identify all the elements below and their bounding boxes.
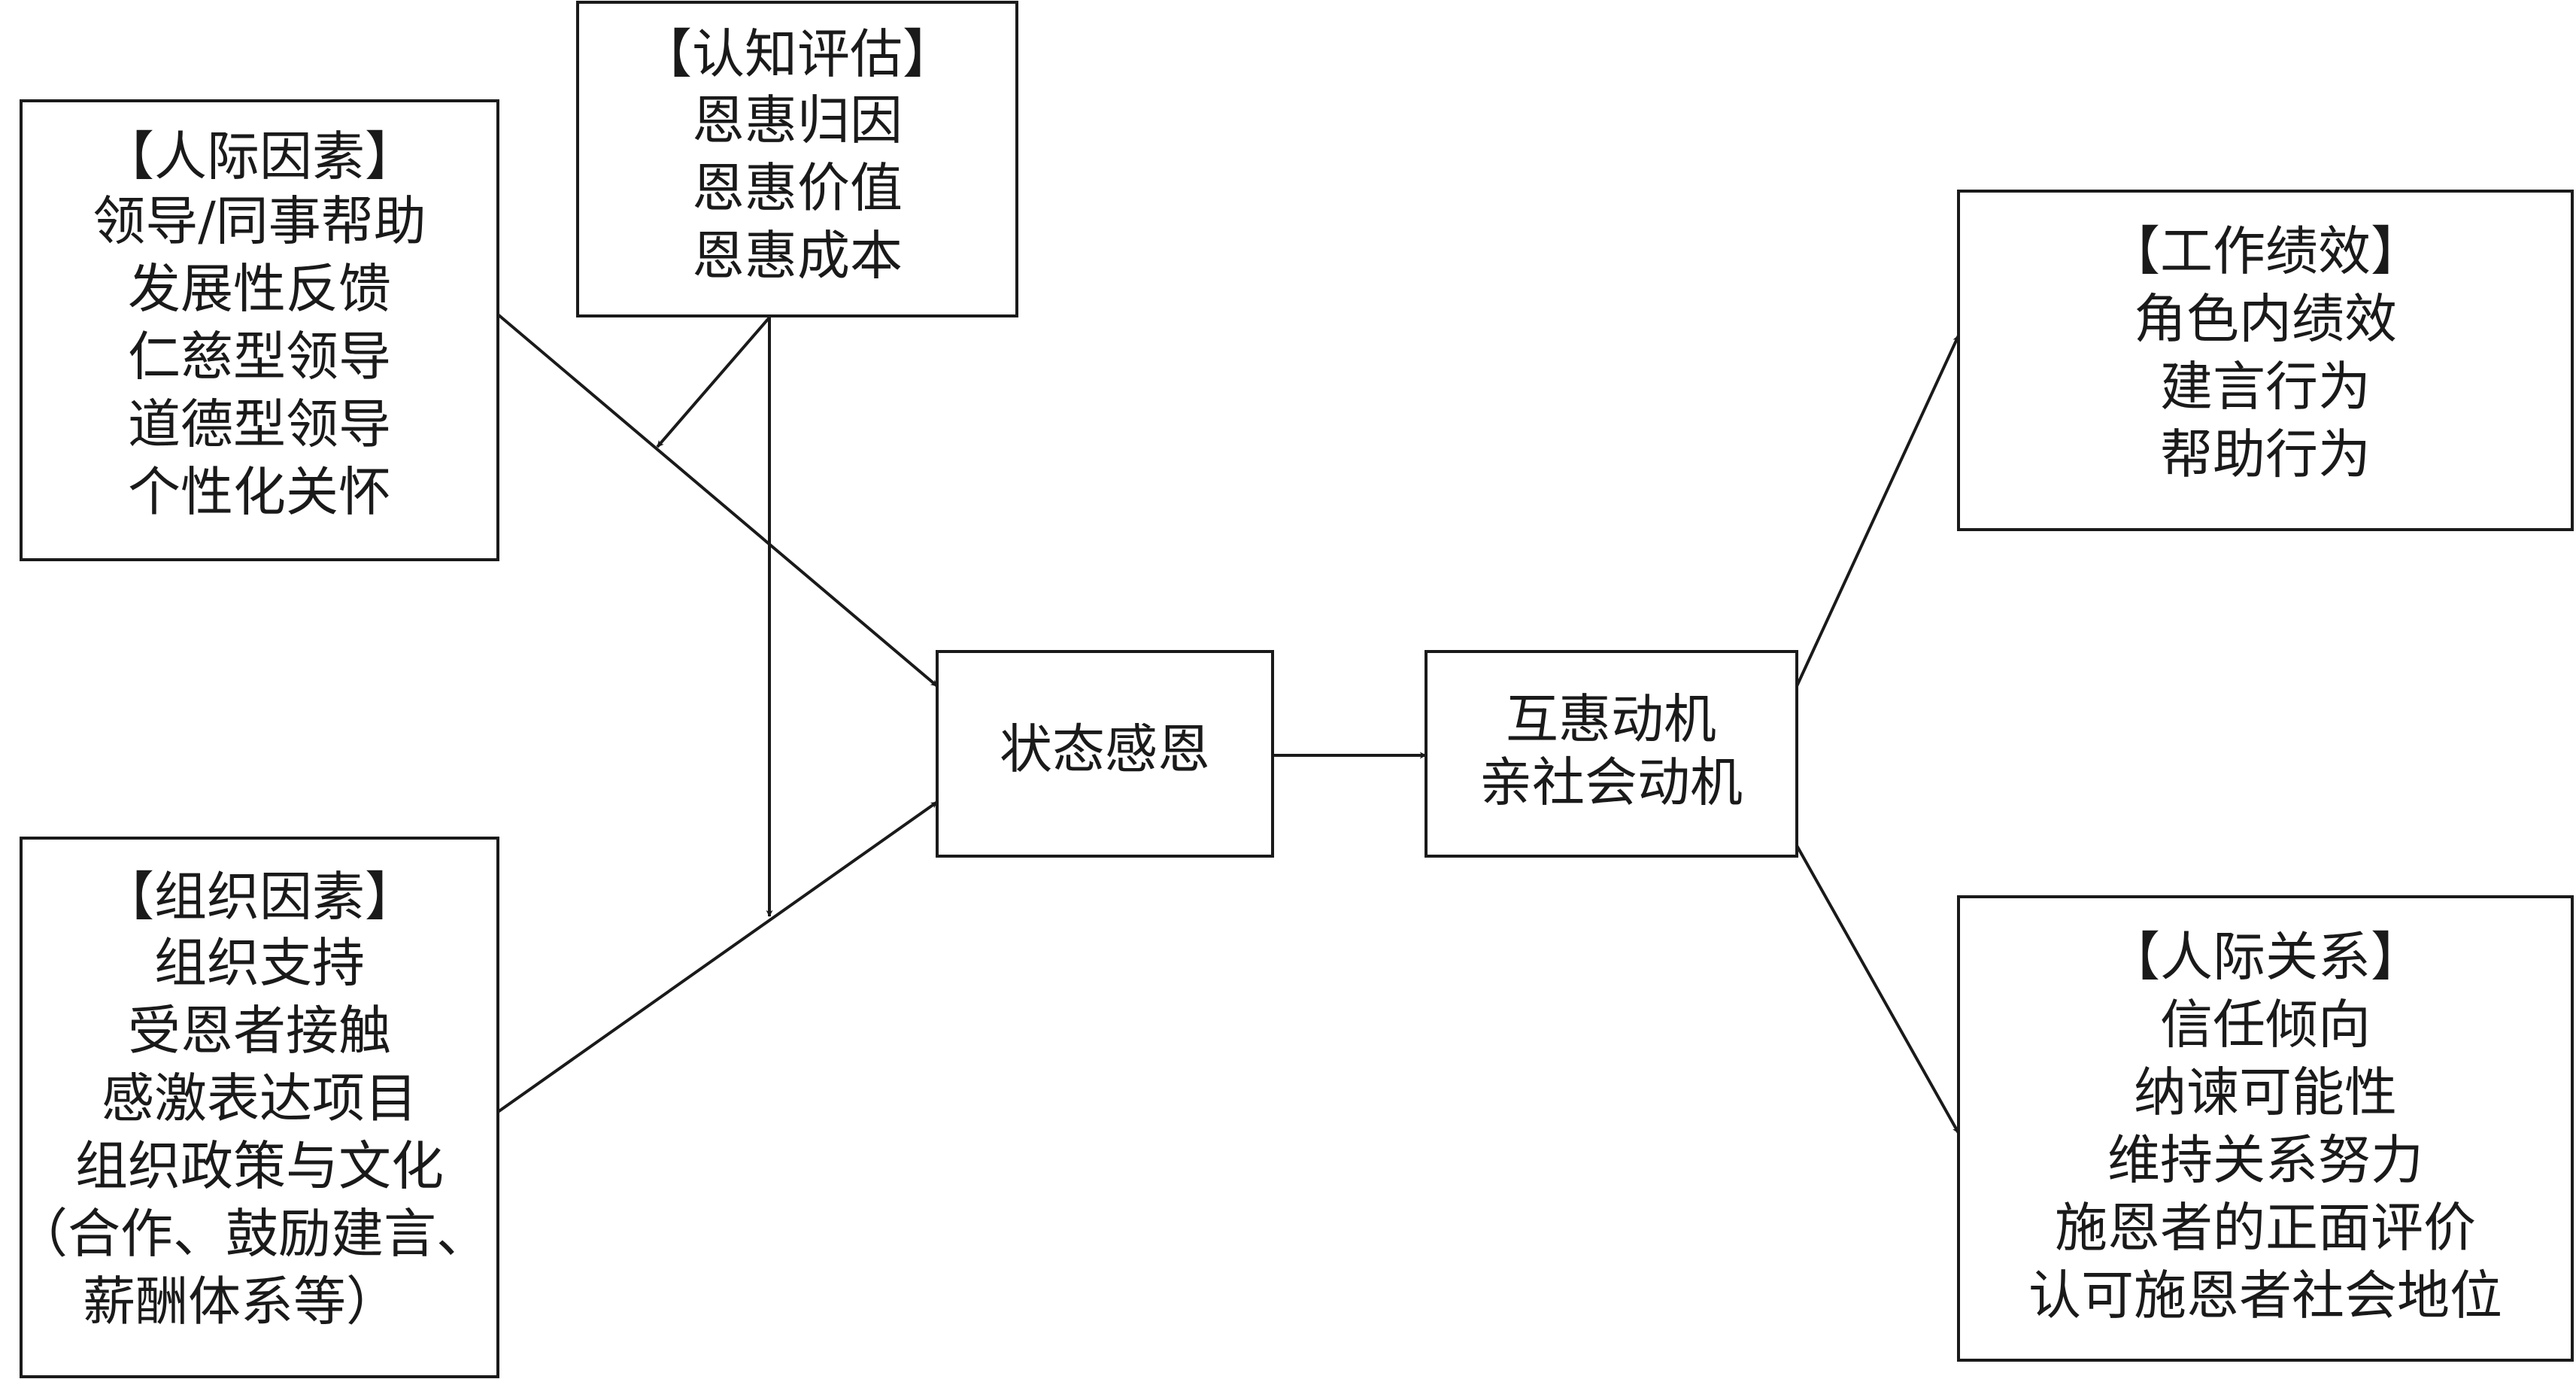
node-title: 【人际关系】	[2107, 926, 2423, 988]
node-box	[936, 650, 1274, 858]
node-organizational-factors: 【组织因素】 组织支持 受恩者接触 感激表达项目 组织政策与文化 （合作、鼓励建…	[15, 837, 499, 1378]
node-item: 维持关系努力	[2107, 1129, 2423, 1191]
node-item: 感激表达项目	[102, 1068, 417, 1129]
edge-motivation-to-relations	[1795, 845, 1960, 1134]
node-box	[20, 99, 499, 561]
node-item: 组织政策与文化	[75, 1135, 444, 1197]
edges	[496, 313, 1960, 1134]
node-item: 互惠动机	[1506, 688, 1716, 750]
node-item: 受恩者接触	[128, 1000, 391, 1062]
node-box	[1425, 650, 1798, 858]
node-motivation: 互惠动机 亲社会动机	[1425, 650, 1798, 858]
edge-interpersonal-to-gratitude	[496, 313, 939, 688]
node-item: 仁慈型领导	[128, 326, 391, 387]
node-item: 恩惠成本	[692, 225, 903, 287]
node-item: 领导/同事帮助	[93, 190, 426, 252]
node-item: 信任倾向	[2160, 994, 2371, 1056]
node-item: 薪酬体系等）	[83, 1271, 399, 1332]
node-item: 恩惠价值	[692, 157, 903, 219]
node-title: 【组织因素】	[102, 866, 417, 928]
node-box	[1957, 895, 2574, 1362]
node-item: 组织支持	[154, 932, 365, 994]
edge-appraisal-moderates-interpersonal	[656, 316, 771, 448]
node-box	[20, 837, 499, 1378]
node-item: 建言行为	[2160, 356, 2371, 418]
node-item: 发展性反馈	[128, 258, 391, 320]
node-title: 【工作绩效】	[2107, 220, 2423, 282]
node-item: 施恩者的正面评价	[2055, 1197, 2476, 1259]
node-title: 【认知评估】	[639, 23, 955, 85]
node-box	[576, 1, 1018, 317]
node-work-performance: 【工作绩效】 角色内绩效 建言行为 帮助行为	[1957, 190, 2574, 531]
node-box	[1957, 190, 2574, 531]
node-interpersonal-factors: 【人际因素】 领导/同事帮助 发展性反馈 仁慈型领导 道德型领导 个性化关怀	[20, 99, 499, 561]
node-item: 道德型领导	[128, 393, 391, 455]
node-item: 个性化关怀	[128, 461, 391, 523]
node-item: 认可施恩者社会地位	[2028, 1265, 2502, 1326]
edge-motivation-to-performance	[1795, 335, 1960, 687]
node-item: 状态感恩	[1000, 718, 1210, 780]
node-item: 角色内绩效	[2134, 288, 2397, 350]
node-item: 亲社会动机	[1479, 752, 1743, 813]
edge-organizational-to-gratitude	[496, 800, 939, 1113]
node-interpersonal-relations: 【人际关系】 信任倾向 纳谏可能性 维持关系努力 施恩者的正面评价 认可施恩者社…	[1957, 895, 2574, 1362]
node-item: 恩惠归因	[692, 90, 903, 151]
node-item: 纳谏可能性	[2134, 1062, 2397, 1123]
node-title: 【人际因素】	[102, 126, 417, 187]
node-item: 帮助行为	[2160, 424, 2371, 485]
node-cognitive-appraisal: 【认知评估】 恩惠归因 恩惠价值 恩惠成本	[576, 1, 1018, 317]
node-state-gratitude: 状态感恩	[936, 650, 1274, 858]
node-item: （合作、鼓励建言、	[15, 1203, 489, 1265]
